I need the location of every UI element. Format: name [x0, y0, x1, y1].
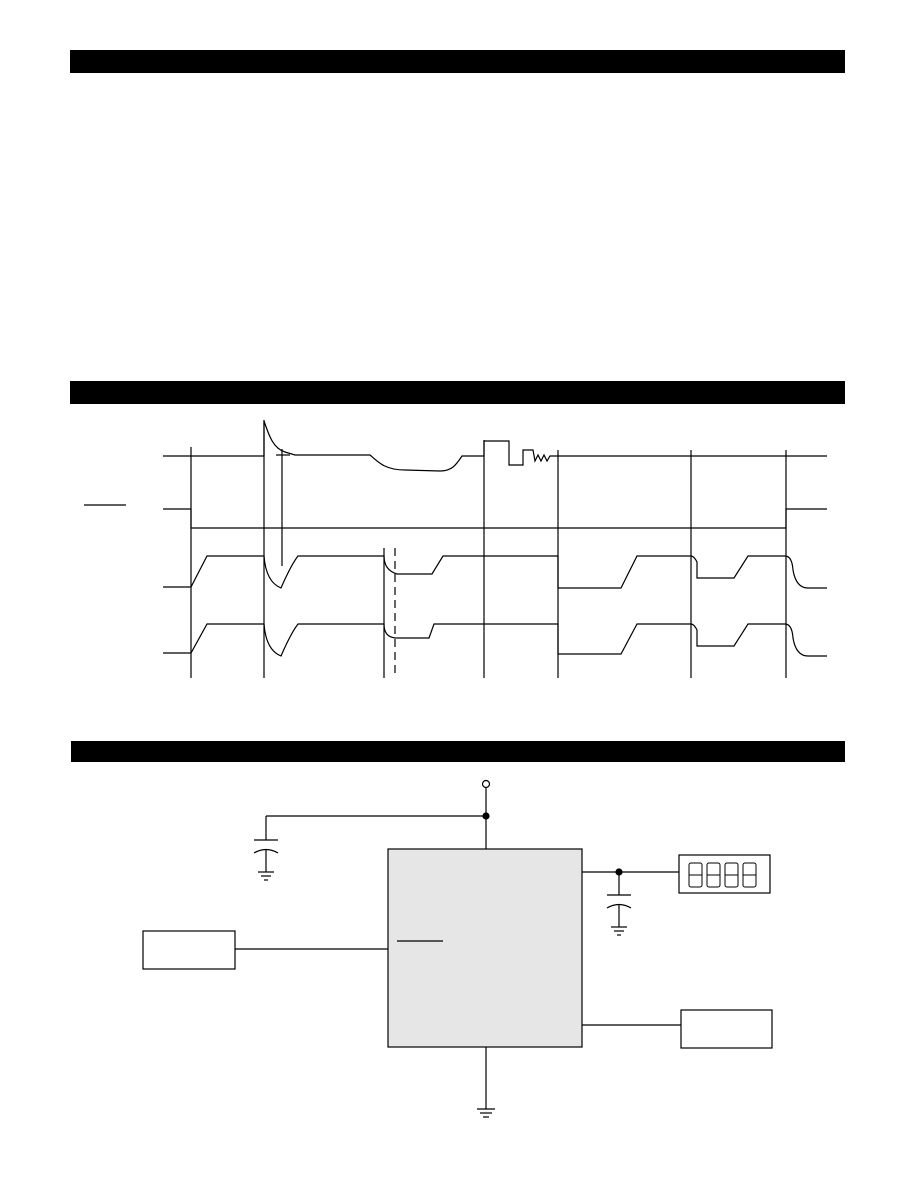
chip-ground-icon — [477, 1047, 495, 1118]
section-heading — [70, 385, 78, 400]
signal-4-waveform — [163, 623, 827, 657]
section-heading — [71, 745, 79, 760]
left-input-box — [142, 930, 236, 970]
timing-reference-lines — [190, 420, 787, 678]
supply-terminal — [481, 779, 491, 789]
supply-capacitor — [253, 815, 486, 881]
timing-diagram — [84, 420, 827, 678]
application-circuit — [142, 779, 773, 1118]
chip-body — [387, 848, 583, 1048]
section-header-bar — [70, 50, 845, 73]
section-heading — [70, 54, 78, 69]
signal-3-waveform — [163, 555, 827, 589]
seven-segment-display — [678, 854, 771, 894]
display-digit-icon — [688, 862, 757, 888]
output-capacitor — [606, 872, 632, 936]
timing-diagram-header-bar — [70, 381, 845, 404]
circuit-header-bar — [71, 741, 845, 762]
signal-2-waveform — [163, 508, 827, 529]
right-output-box — [680, 1009, 773, 1049]
signal-1-waveform — [163, 420, 827, 472]
